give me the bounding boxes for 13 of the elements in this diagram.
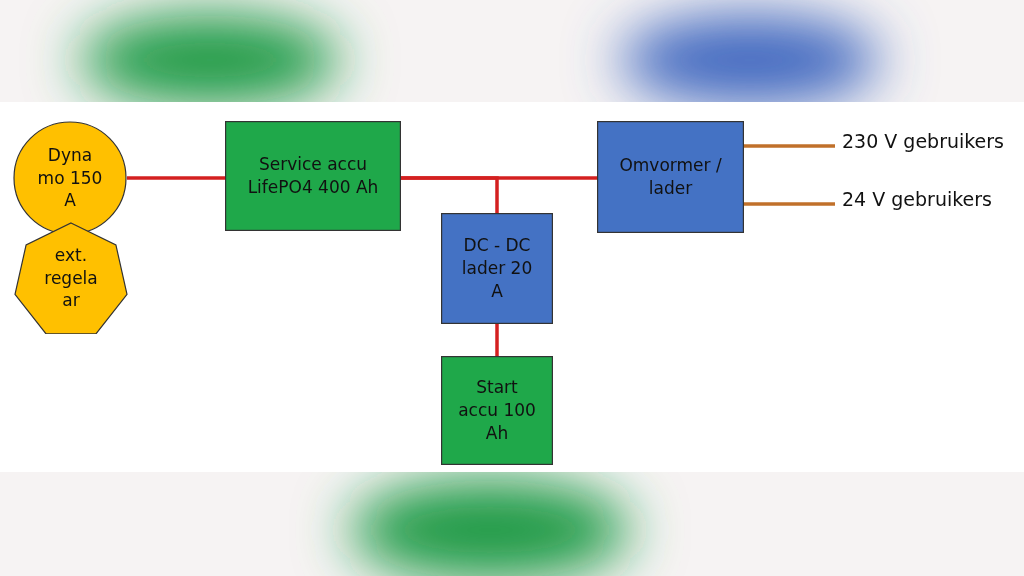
output-label: 230 V gebruikers [842,129,1004,155]
connector-line [744,144,835,148]
connector-line [744,202,835,206]
output-label: 24 V gebruikers [842,187,992,213]
node-label: Service accu LifePO4 400 Ah [246,153,380,199]
node-label: ext. regela ar [43,243,99,313]
node-label: Dyna mo 150 A [36,143,104,213]
connector-line [401,176,499,213]
connector-line [127,176,225,180]
node-label: DC - DC lader 20 A [460,234,534,303]
node-label: Start accu 100 Ah [457,376,537,445]
node-label: Omvormer / lader [618,154,723,200]
connector-line [495,324,499,356]
